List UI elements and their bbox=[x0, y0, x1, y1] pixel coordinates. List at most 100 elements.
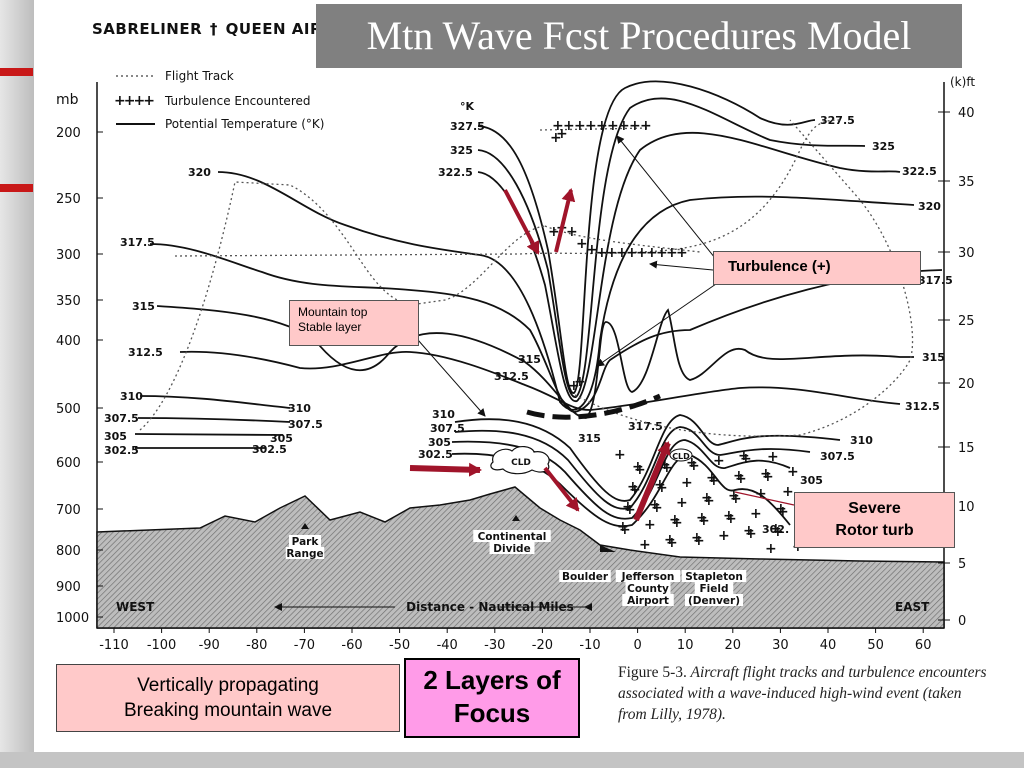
turbulence-mark: + bbox=[743, 523, 755, 539]
turbulence-mark: + bbox=[596, 245, 608, 261]
turbulence-mark: + bbox=[552, 118, 564, 134]
x-axis-label: -100 bbox=[147, 638, 177, 653]
cloud-label: CLD bbox=[672, 452, 690, 461]
flow-arrow-down bbox=[503, 189, 540, 255]
callout-line: Stable layer bbox=[298, 320, 362, 334]
right-axis-label: 5 bbox=[958, 557, 966, 572]
place-label: Divide bbox=[493, 543, 530, 555]
turbulence-mark: + bbox=[586, 242, 598, 258]
place-label-bg bbox=[489, 542, 535, 554]
isentrope-line bbox=[477, 97, 866, 398]
place-label: Continental bbox=[478, 531, 547, 543]
isentrope-label: 302.5 bbox=[252, 443, 287, 456]
turbulence-mark: + bbox=[654, 477, 666, 493]
cloud-shape bbox=[490, 446, 550, 475]
isentrope-label: 317.5 bbox=[918, 274, 953, 287]
place-label-bg bbox=[681, 570, 747, 582]
right-axis-label: 35 bbox=[958, 175, 975, 190]
east-label: EAST bbox=[895, 600, 930, 614]
turbulence-mark: + bbox=[730, 491, 742, 507]
isentrope-label: 302.5 bbox=[418, 448, 453, 461]
turbulence-mark: + bbox=[566, 224, 578, 240]
cloud-label: CLD bbox=[511, 458, 531, 468]
legend-turbulence-swatch: ++++ bbox=[114, 93, 154, 109]
callout-line: Breaking mountain wave bbox=[123, 700, 333, 721]
place-label-bg bbox=[615, 570, 681, 582]
turbulence-mark: + bbox=[616, 245, 628, 261]
turbulence-mark: + bbox=[556, 126, 568, 142]
x-axis-label: -80 bbox=[246, 638, 267, 653]
right-axis-label: 30 bbox=[958, 246, 975, 261]
isentrope-label: 305 bbox=[104, 430, 127, 443]
turbulence-mark: + bbox=[629, 118, 641, 134]
turbulence-mark: + bbox=[701, 490, 713, 506]
turbulence-mark: + bbox=[688, 458, 700, 474]
flight-track bbox=[539, 127, 651, 131]
place-label: (Denver) bbox=[688, 595, 740, 607]
flow-arrow-up bbox=[554, 188, 576, 253]
severe-rotor-callout: Severe Rotor turb bbox=[794, 492, 955, 548]
x-axis-label: -90 bbox=[199, 638, 220, 653]
turbulence-mark: + bbox=[568, 378, 580, 394]
turbulence-mark: + bbox=[639, 537, 651, 553]
turbulence-mark: + bbox=[723, 508, 735, 524]
x-axis-label: -20 bbox=[532, 638, 553, 653]
place-label-bg bbox=[559, 570, 611, 582]
x-axis-label: 10 bbox=[677, 638, 694, 653]
legend-label: Turbulence Encountered bbox=[164, 94, 310, 108]
place-label-bg bbox=[285, 547, 325, 559]
x-axis-label: 30 bbox=[772, 638, 789, 653]
turbulence-mark: + bbox=[696, 510, 708, 526]
red-accent-bar bbox=[0, 68, 33, 76]
turbulence-mark: + bbox=[767, 449, 779, 465]
place-label: Park bbox=[292, 536, 320, 548]
x-axis-label: 40 bbox=[820, 638, 837, 653]
isentrope-label: 317.5 bbox=[120, 236, 155, 249]
isentrope-label: 307.5 bbox=[430, 422, 465, 435]
isentrope-unit-label: °K bbox=[460, 100, 475, 113]
west-label: WEST bbox=[116, 600, 155, 614]
turbulence-mark: + bbox=[661, 460, 673, 476]
isentrope-label: 307.5 bbox=[288, 418, 323, 431]
turbulence-mark: + bbox=[728, 488, 740, 504]
turbulence-mark: + bbox=[693, 533, 705, 549]
figure-caption: Figure 5-3. Aircraft flight tracks and t… bbox=[618, 662, 988, 725]
isentrope-line bbox=[451, 452, 791, 528]
turbulence-mark: + bbox=[596, 118, 608, 134]
right-axis-unit: (k)ft bbox=[950, 75, 975, 89]
x-axis-label: 50 bbox=[867, 638, 884, 653]
left-axis-label: 300 bbox=[56, 248, 81, 263]
callout-line: Mountain top bbox=[298, 305, 368, 319]
turbulence-mark: + bbox=[617, 519, 629, 535]
isentrope-label: 322.5 bbox=[438, 166, 473, 179]
isentrope-line bbox=[149, 243, 943, 413]
turbulence-mark: + bbox=[619, 522, 631, 538]
breaking-wave-callout: Vertically propagating Breaking mountain… bbox=[56, 664, 400, 732]
turbulence-mark: + bbox=[698, 513, 710, 529]
isentrope-line bbox=[179, 350, 901, 411]
left-axis-label: 1000 bbox=[56, 611, 89, 626]
isentrope-label: 310 bbox=[432, 408, 455, 421]
left-axis-label: 800 bbox=[56, 544, 81, 559]
isentrope-label: 315 bbox=[922, 351, 945, 364]
flight-track bbox=[574, 119, 914, 437]
turbulence-mark: + bbox=[644, 517, 656, 533]
turbulence-mark: + bbox=[706, 470, 718, 486]
place-label: Range bbox=[286, 548, 323, 560]
turbulence-mark: + bbox=[576, 236, 588, 252]
turbulence-mark: + bbox=[664, 532, 676, 548]
caption-text: Aircraft flight tracks and turbulence en… bbox=[618, 664, 987, 723]
distance-label: Distance - Nautical Miles bbox=[406, 600, 574, 614]
flight-track bbox=[139, 181, 546, 431]
mountain-top-leader bbox=[417, 339, 486, 417]
isentrope-label: 310 bbox=[120, 390, 143, 403]
left-axis-label: 200 bbox=[56, 126, 81, 141]
callout-line: Vertically propagating bbox=[137, 675, 319, 696]
boulder-marker bbox=[600, 545, 616, 552]
isentrope-label: 302. bbox=[762, 523, 789, 536]
turbulence-mark: + bbox=[760, 466, 772, 482]
x-axis-label: -30 bbox=[484, 638, 505, 653]
turbulence-mark: + bbox=[671, 515, 683, 531]
callout-line: 2 Layers of bbox=[423, 665, 561, 695]
isentrope-line bbox=[156, 305, 914, 419]
